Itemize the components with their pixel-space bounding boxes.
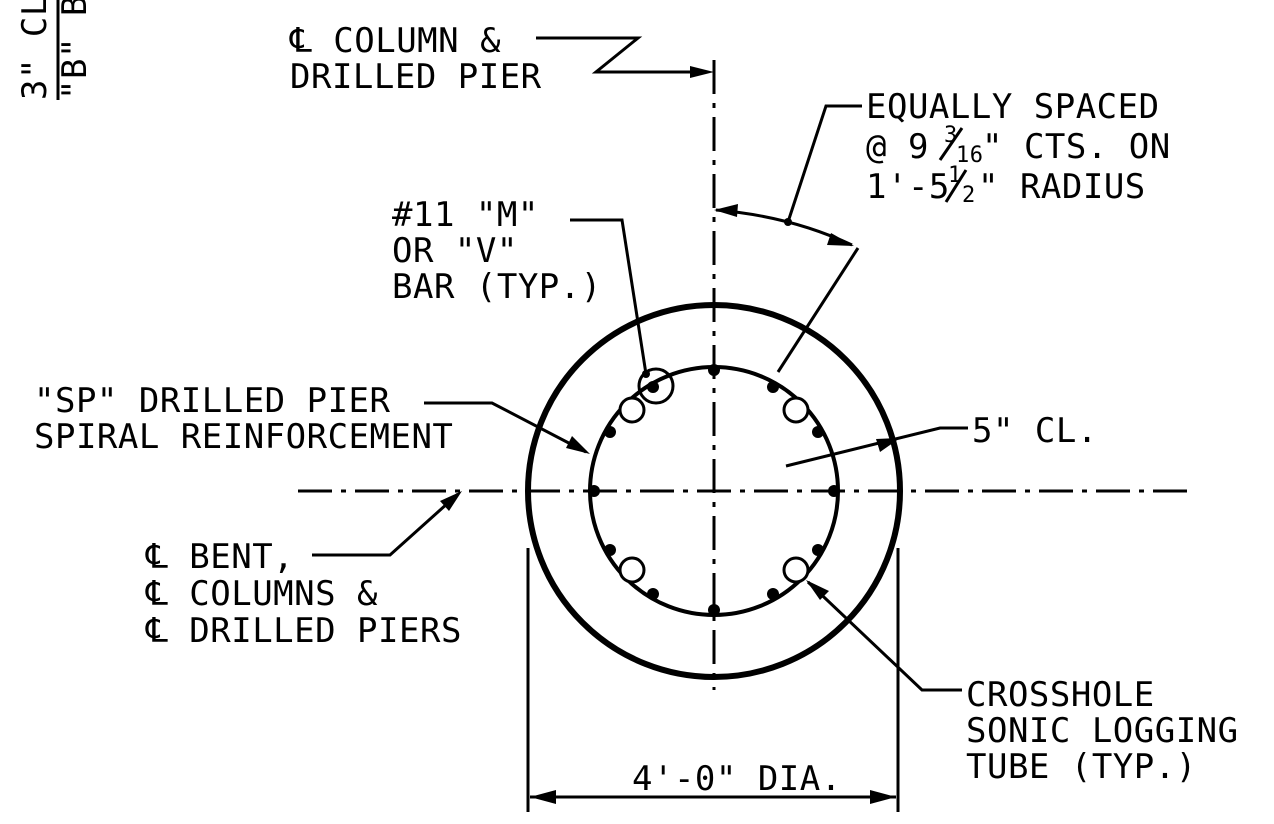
spiral-leader (424, 401, 587, 454)
spiral-label-line-1: "SP" DRILLED PIER (34, 381, 391, 421)
arrowhead (530, 790, 556, 804)
bar-dot (767, 381, 779, 393)
tube-label-line-2: SONIC LOGGING (966, 711, 1239, 751)
spacing-label-line-2: @ 9 (866, 127, 929, 167)
arrowhead (690, 66, 714, 78)
spacing-label-line-3-tail: " RADIUS (978, 167, 1146, 207)
drilled-pier-outline (525, 302, 903, 680)
bar-dot (708, 364, 720, 376)
bar-spacing-note: EQUALLY SPACED @ 9 3 16 " CTS. ON 1'-5 1… (866, 87, 1171, 208)
fraction-bar (938, 127, 964, 161)
crosshole-tubes (618, 396, 810, 584)
fraction-bar (944, 169, 968, 203)
bar-dot (767, 588, 779, 600)
spacing-extension-line (776, 247, 860, 373)
column-centerline-leader (536, 36, 704, 74)
column-centerline-label-1: ℄ COLUMN & (289, 21, 501, 61)
arrowhead (876, 438, 900, 452)
bar-leader (570, 218, 648, 375)
crosshole-tube (782, 556, 810, 584)
crosshole-tube (618, 396, 646, 424)
bar-label-line-3: BAR (TYP.) (392, 267, 602, 307)
bar-dot (647, 381, 659, 393)
diameter-label: 4'-0" DIA. (632, 759, 842, 799)
radius-fraction-numerator: 1 (948, 163, 962, 188)
cover-label: 5" CL. (972, 411, 1098, 451)
bar-dot (812, 544, 824, 556)
spiral-label-line-2: SPIRAL REINFORCEMENT (34, 417, 453, 457)
typical-bar-highlight-ring (637, 367, 675, 405)
top-left-note-line-2: "B" B (55, 0, 95, 100)
spacing-leader (786, 104, 862, 223)
column-centerline-label-2: DRILLED PIER (290, 57, 542, 97)
tube-label-line-3: TUBE (TYP.) (966, 747, 1197, 787)
bar-dot (812, 426, 824, 438)
bar-dot (647, 588, 659, 600)
arrowhead (440, 491, 462, 511)
arrowhead (827, 233, 854, 246)
bar-label-line-1: #11 "M" (392, 195, 539, 235)
arrowhead (714, 204, 738, 217)
bar-dot (588, 485, 600, 497)
crosshole-tube (618, 556, 646, 584)
tube-label-line-1: CROSSHOLE (966, 675, 1155, 715)
bar-dot (708, 604, 720, 616)
crosshole-tube (782, 396, 810, 424)
leader-dot (642, 370, 650, 378)
tube-leader (806, 580, 962, 692)
top-left-note-line-1: 3" CL. (15, 0, 55, 100)
spacing-label-line-2-tail: " CTS. ON (982, 127, 1171, 167)
longitudinal-bars (588, 364, 840, 616)
arrowhead (870, 790, 896, 804)
cover-leader (785, 426, 968, 468)
bar-dot (604, 544, 616, 556)
arrowhead (806, 580, 829, 600)
bar-dot (828, 485, 840, 497)
spacing-fraction-denominator: 16 (956, 143, 984, 168)
bent-label-line-3: ℄ DRILLED PIERS (145, 611, 462, 651)
bent-label-line-1: ℄ BENT, (145, 537, 294, 577)
bent-leader (312, 492, 460, 557)
top-left-cover-note: 3" CL. "B" B (15, 0, 95, 100)
bar-label-line-2: OR "V" (392, 231, 518, 271)
spacing-label-line-3: 1'-5 (866, 167, 950, 207)
bar-dot (604, 426, 616, 438)
arrowhead (566, 436, 590, 454)
bent-label-line-2: ℄ COLUMNS & (145, 574, 378, 614)
spacing-label-line-1: EQUALLY SPACED (866, 87, 1160, 127)
radius-fraction-denominator: 2 (962, 183, 976, 208)
